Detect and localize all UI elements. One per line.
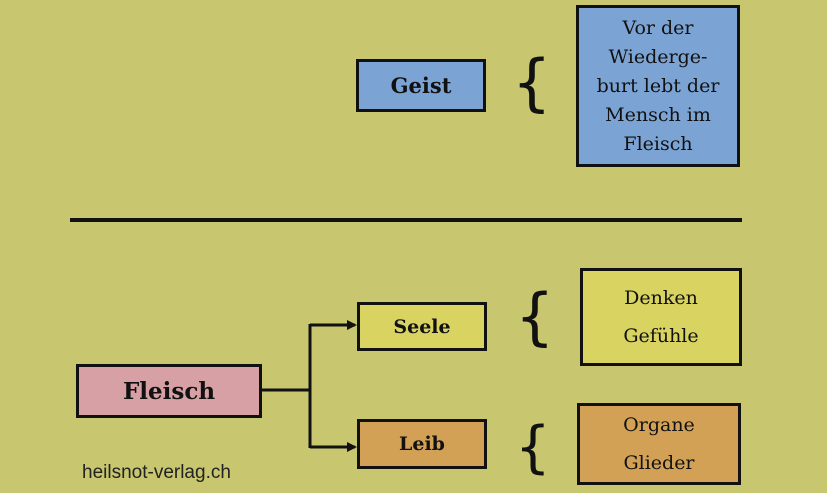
- seele-brace: {: [515, 280, 555, 353]
- geist-brace: {: [512, 46, 552, 119]
- seele-items-box: Denken Gefühle: [580, 268, 742, 366]
- note-line: Fleisch: [623, 132, 693, 155]
- watermark: heilsnot-verlag.ch: [82, 462, 231, 483]
- seele-box: Seele: [357, 302, 487, 351]
- leib-brace: {: [515, 415, 551, 480]
- seele-item: Gefühle: [623, 325, 699, 347]
- geist-box: Geist: [356, 59, 486, 112]
- note-line: burt lebt der: [596, 74, 720, 97]
- geist-note-box: Vor der Wiederge- burt lebt der Mensch i…: [576, 5, 740, 167]
- seele-item: Denken: [624, 287, 698, 309]
- section-divider: [70, 218, 742, 222]
- leib-items-box: Organe Glieder: [577, 403, 741, 485]
- leib-label: Leib: [399, 433, 445, 455]
- leib-item: Organe: [623, 414, 695, 436]
- geist-label: Geist: [390, 73, 452, 98]
- note-line: Wiederge-: [608, 45, 708, 68]
- fleisch-label: Fleisch: [122, 377, 216, 405]
- note-line: Mensch im: [605, 103, 711, 126]
- note-line: Vor der: [622, 16, 694, 39]
- leib-box: Leib: [357, 419, 487, 469]
- fleisch-box: Fleisch: [76, 364, 262, 418]
- leib-item: Glieder: [623, 452, 695, 474]
- seele-label: Seele: [393, 315, 451, 338]
